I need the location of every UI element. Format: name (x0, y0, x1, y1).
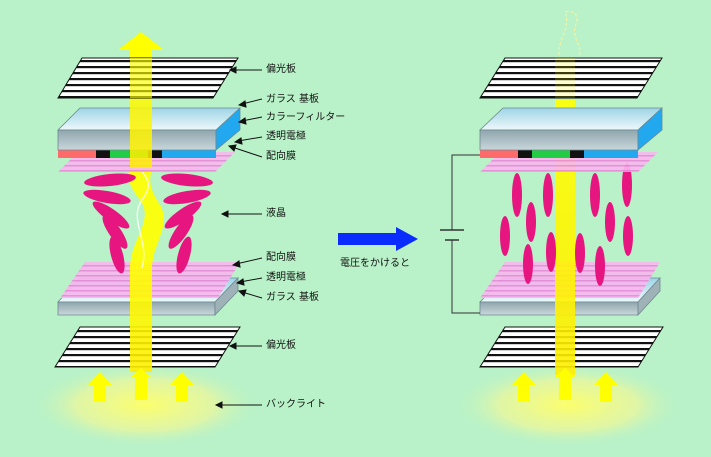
liquid-crystal-left (83, 173, 213, 274)
liquid-crystal-right (500, 163, 633, 286)
label-electrode-top: 透明電極 (266, 131, 306, 142)
label-glass-bottom: ガラス 基板 (266, 292, 319, 303)
label-backlight: バックライト (266, 399, 326, 410)
label-glass-top: ガラス 基板 (266, 94, 319, 105)
label-alignment-bottom: 配向膜 (266, 252, 296, 263)
glass-top-right (479, 107, 664, 131)
label-color-filter: カラーフィルター (266, 112, 346, 123)
label-polarizer-top: 偏光板 (266, 64, 296, 75)
leader-lines (214, 66, 263, 409)
right-stack (440, 10, 683, 447)
voltage-arrow (338, 227, 418, 251)
voltage-caption: 電圧をかけると (340, 258, 410, 269)
polarizer-top-right (479, 57, 663, 99)
backlight-glow-left (30, 363, 260, 447)
light-out-arrow-left (118, 32, 164, 62)
label-polarizer-bottom: 偏光板 (266, 340, 296, 351)
label-alignment-top: 配向膜 (266, 151, 296, 162)
backlight-arrows-right (512, 368, 618, 402)
label-liquid-crystal: 液晶 (266, 208, 286, 219)
left-stack (30, 32, 260, 447)
voltage-circuit (440, 154, 480, 314)
backlight-arrows-left (88, 368, 194, 402)
backlight-glow-right (453, 363, 683, 447)
label-electrode-bottom: 透明電極 (266, 272, 306, 283)
